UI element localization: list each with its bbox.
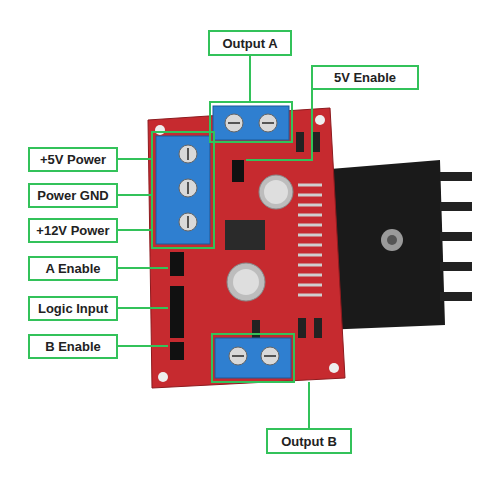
output-label: Output A bbox=[208, 30, 292, 56]
pin-label: B Enable bbox=[28, 334, 118, 359]
power-label: Power GND bbox=[28, 183, 118, 208]
pcb bbox=[148, 108, 345, 388]
capacitor bbox=[259, 175, 293, 209]
leader-lines bbox=[118, 56, 312, 428]
power-label: +5V Power bbox=[28, 147, 118, 172]
jumper-label: 5V Enable bbox=[311, 65, 419, 90]
label-text: Output A bbox=[222, 36, 277, 51]
pin-label: A Enable bbox=[28, 256, 118, 281]
label-text: +12V Power bbox=[36, 223, 109, 238]
label-text: A Enable bbox=[45, 261, 100, 276]
terminal-blocks bbox=[156, 106, 291, 378]
capacitor bbox=[227, 263, 265, 301]
label-text: B Enable bbox=[45, 339, 101, 354]
chip-pins bbox=[298, 185, 322, 295]
label-text: +5V Power bbox=[40, 152, 106, 167]
label-text: Power GND bbox=[37, 188, 109, 203]
power-label: +12V Power bbox=[28, 218, 118, 243]
label-text: Output B bbox=[281, 434, 337, 449]
pin-label: Logic Input bbox=[28, 296, 118, 321]
regulator bbox=[225, 220, 265, 250]
label-text: 5V Enable bbox=[334, 70, 396, 85]
output-label: Output B bbox=[266, 428, 352, 454]
label-text: Logic Input bbox=[38, 301, 108, 316]
